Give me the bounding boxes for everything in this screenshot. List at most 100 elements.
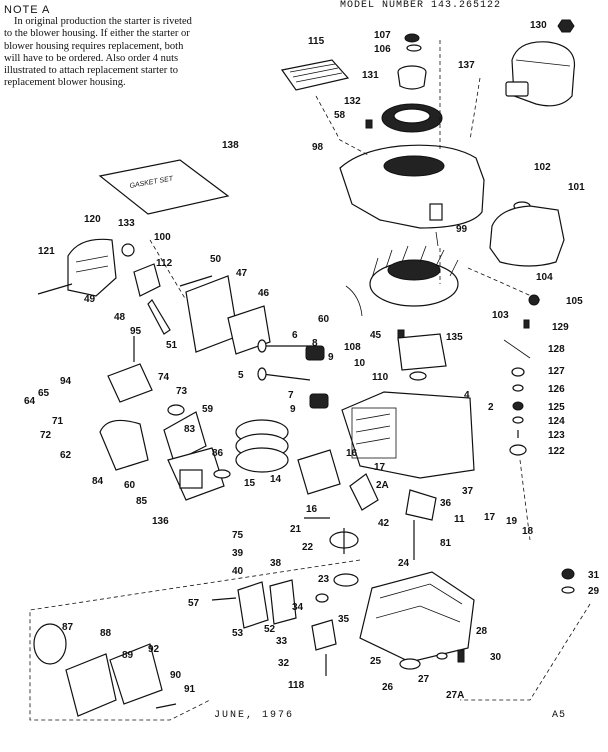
callout-59: 59 xyxy=(202,404,214,415)
flywheel-screen-132 xyxy=(381,103,443,133)
adapter-87 xyxy=(33,623,67,665)
valve-6 xyxy=(257,339,312,353)
callout-122: 122 xyxy=(548,446,565,457)
assembly-guide-lines xyxy=(29,40,591,721)
callout-133: 133 xyxy=(118,218,135,229)
callout-32: 32 xyxy=(278,658,290,669)
screw-129 xyxy=(523,319,530,329)
intake-pipe-83 xyxy=(163,411,207,463)
bracket-53 xyxy=(237,581,269,629)
gasket-52 xyxy=(269,579,297,625)
elbow-84 xyxy=(99,419,149,471)
callout-74: 74 xyxy=(158,372,170,383)
valve-5 xyxy=(257,367,311,381)
valve-spring-9a xyxy=(305,345,325,361)
crankshaft-11 xyxy=(405,489,437,560)
flywheel-135 xyxy=(369,245,459,307)
callout-130: 130 xyxy=(530,20,547,31)
callout-35: 35 xyxy=(338,614,350,625)
washer-106 xyxy=(406,44,422,52)
callout-135: 135 xyxy=(446,332,463,343)
governor-127 xyxy=(511,367,525,377)
nut-125 xyxy=(512,401,524,411)
nut-130 xyxy=(557,19,575,33)
starter-cup-131 xyxy=(397,65,427,90)
callout-28: 28 xyxy=(476,626,488,637)
connecting-rod-42 xyxy=(349,473,379,511)
callout-53: 53 xyxy=(232,628,244,639)
callout-16-top: 16 xyxy=(346,448,358,459)
nut-107 xyxy=(404,33,420,43)
callout-126: 126 xyxy=(548,384,565,395)
callout-4: 4 xyxy=(464,390,470,401)
callout-86: 86 xyxy=(212,448,224,459)
oil-pan-24 xyxy=(359,571,475,663)
callout-38: 38 xyxy=(270,558,282,569)
callout-85: 85 xyxy=(136,496,148,507)
muffler-pipe-104 xyxy=(467,267,541,301)
callout-33: 33 xyxy=(276,636,288,647)
callout-110: 110 xyxy=(372,372,389,383)
callout-83: 83 xyxy=(184,424,196,435)
callout-17-top: 17 xyxy=(374,462,386,473)
callout-21: 21 xyxy=(290,524,302,535)
cup-122 xyxy=(509,444,527,456)
callout-23: 23 xyxy=(318,574,330,585)
callout-45: 45 xyxy=(370,330,382,341)
callout-115: 115 xyxy=(308,36,325,47)
callout-107: 107 xyxy=(374,30,391,41)
callout-136: 136 xyxy=(152,516,169,527)
callout-15: 15 xyxy=(244,478,256,489)
callout-124: 124 xyxy=(548,416,565,427)
callout-112: 112 xyxy=(156,258,173,269)
stud-121 xyxy=(37,283,73,295)
callout-10: 10 xyxy=(354,358,366,369)
screw-91 xyxy=(155,703,177,709)
model-number: MODEL NUMBER 143.265122 xyxy=(340,0,502,11)
callout-31: 31 xyxy=(588,570,600,581)
callout-14: 14 xyxy=(270,474,282,485)
callout-24: 24 xyxy=(398,558,410,569)
callout-11: 11 xyxy=(454,514,465,525)
callout-88: 88 xyxy=(100,628,112,639)
callout-9-top: 9 xyxy=(328,352,334,363)
washer-126 xyxy=(512,384,524,392)
callout-98: 98 xyxy=(312,142,324,153)
note-a: NOTE A In original production the starte… xyxy=(4,4,194,89)
governor-gear-23 xyxy=(333,573,359,587)
callout-48: 48 xyxy=(114,312,126,323)
callout-105: 105 xyxy=(566,296,583,307)
camshaft-22 xyxy=(329,528,359,554)
callout-37: 37 xyxy=(462,486,474,497)
callout-47: 47 xyxy=(236,268,248,279)
callout-102: 102 xyxy=(534,162,551,173)
callout-27A: 27A xyxy=(446,690,464,701)
callout-18: 18 xyxy=(522,526,534,537)
callout-8: 8 xyxy=(312,338,318,349)
callout-131: 131 xyxy=(362,70,379,81)
cylinder-block-2 xyxy=(341,391,475,479)
callout-95: 95 xyxy=(130,326,142,337)
footer-code: A5 xyxy=(552,710,567,721)
callout-73: 73 xyxy=(176,386,188,397)
blower-housing-98 xyxy=(339,144,485,229)
callout-71: 71 xyxy=(52,416,64,427)
piston-14 xyxy=(297,449,341,495)
callout-39: 39 xyxy=(232,548,244,559)
callout-40: 40 xyxy=(232,566,244,577)
pump-33 xyxy=(311,619,337,651)
pipe-89 xyxy=(65,653,117,717)
callout-2A: 2A xyxy=(376,480,389,491)
intake-elbow-112 xyxy=(133,263,161,297)
plug-30 xyxy=(457,649,465,663)
callout-58: 58 xyxy=(334,110,346,121)
callout-103: 103 xyxy=(492,310,509,321)
callout-138: 138 xyxy=(222,140,239,151)
spark-plug-51 xyxy=(147,299,171,335)
callout-132: 132 xyxy=(344,96,361,107)
callout-34: 34 xyxy=(292,602,304,613)
callout-16-bottom: 16 xyxy=(306,504,318,515)
callout-89: 89 xyxy=(122,650,134,661)
seal-26 xyxy=(399,658,421,670)
callout-30: 30 xyxy=(490,652,502,663)
